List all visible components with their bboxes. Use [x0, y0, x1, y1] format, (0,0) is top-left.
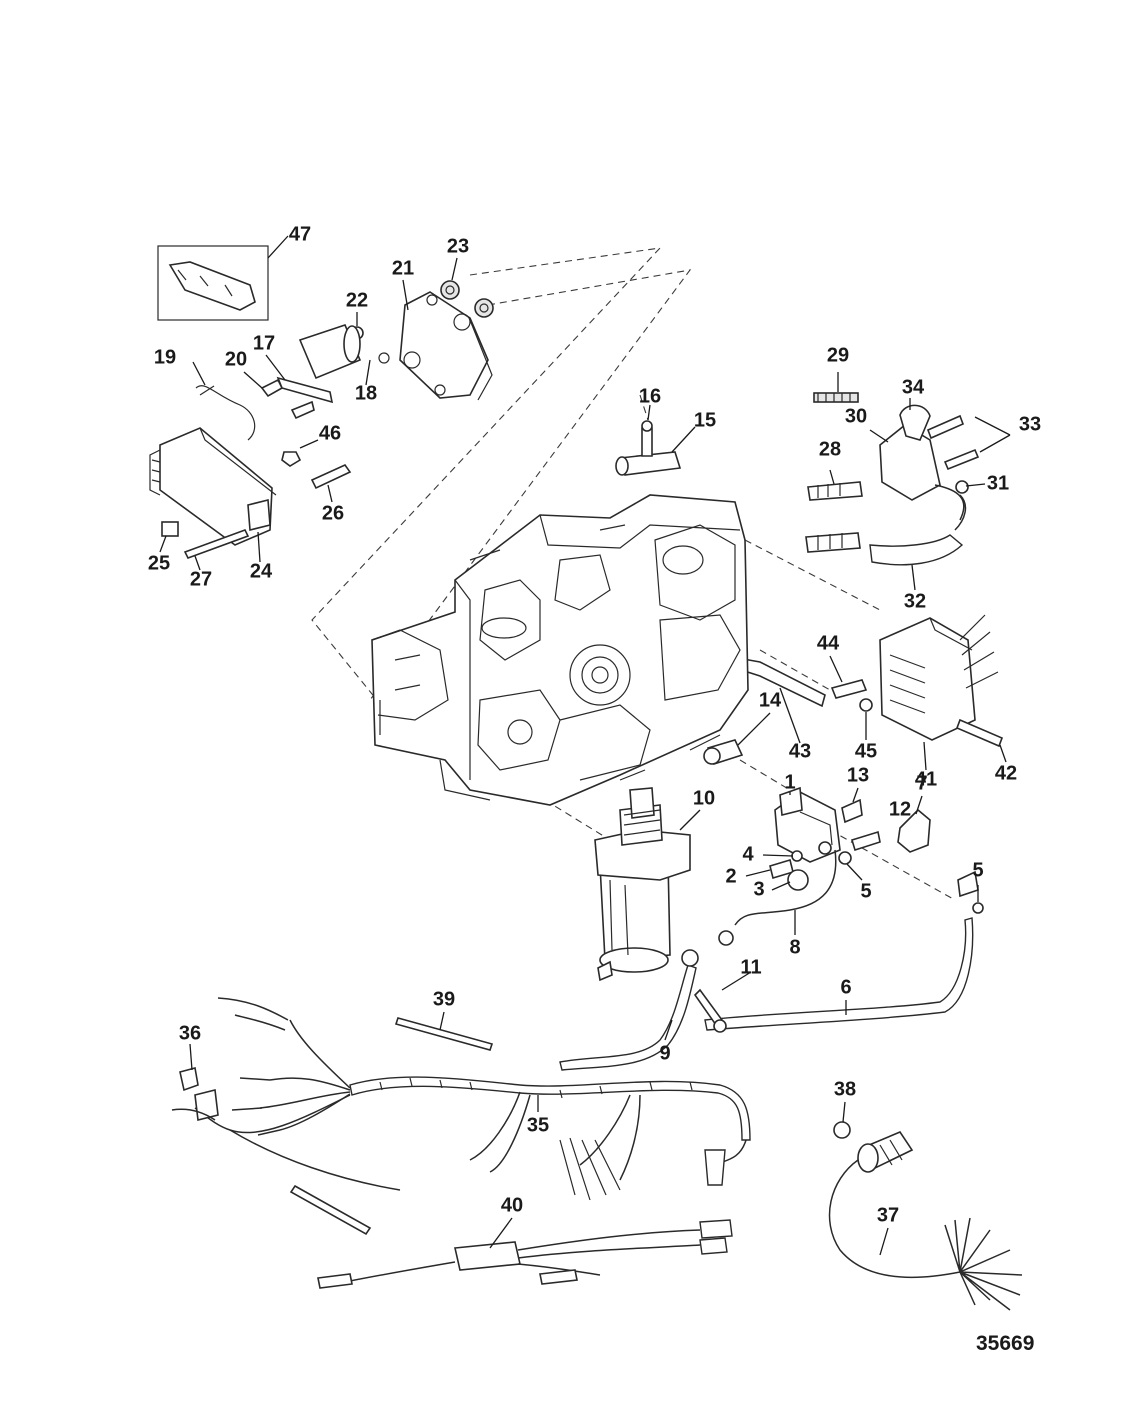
starter-relay-assembly	[769, 786, 931, 891]
callout-26: 26	[322, 502, 344, 524]
callout-46: 46	[319, 422, 341, 444]
coil-bracket-assembly	[195, 280, 494, 490]
callout-29: 29	[827, 344, 849, 366]
assembly-lines	[311, 247, 956, 901]
callout-19: 19	[154, 346, 176, 368]
main-wiring-harness	[194, 997, 751, 1201]
callout-8: 8	[789, 936, 800, 958]
callout-41: 41	[915, 768, 937, 790]
callout-12: 12	[889, 798, 911, 820]
callout-6: 6	[840, 976, 851, 998]
callout-30: 30	[845, 405, 867, 427]
callout-42: 42	[995, 762, 1017, 784]
callout-13: 13	[847, 764, 869, 786]
callout-7: 7	[916, 772, 927, 794]
relay-cable	[718, 849, 837, 946]
callout-28: 28	[819, 438, 841, 460]
callout-leaders	[159, 235, 1011, 1256]
callout-44: 44	[817, 632, 840, 654]
starter-cable	[559, 949, 699, 1071]
ignition-coil-assembly	[805, 392, 980, 566]
callout-37: 37	[877, 1204, 899, 1226]
callout-25: 25	[148, 552, 170, 574]
callout-4: 4	[742, 843, 754, 865]
figure-number: 35669	[976, 1332, 1034, 1355]
callout-3: 3	[753, 878, 764, 900]
callout-45: 45	[855, 740, 877, 762]
cable-tie-upper	[394, 1017, 494, 1051]
cable-tie-lower	[289, 1184, 372, 1236]
callout-22: 22	[346, 289, 368, 311]
callout-14: 14	[759, 689, 782, 711]
callout-39: 39	[433, 988, 455, 1010]
callout-15: 15	[694, 409, 716, 431]
callout-10: 10	[693, 787, 715, 809]
callout-20: 20	[225, 348, 247, 370]
callout-labels: 1 2 3 4 5 5 6 7 8 9 10 11 12 13 14 15 16…	[148, 223, 1041, 1226]
ground-bracket-assembly	[730, 655, 873, 712]
harness-connector	[171, 1067, 219, 1121]
top-sensor-assembly	[615, 420, 682, 476]
regulator-assembly	[879, 614, 1004, 748]
callout-24: 24	[250, 560, 273, 582]
callout-47: 47	[289, 223, 311, 245]
callout-31: 31	[987, 472, 1009, 494]
callout-40: 40	[501, 1194, 523, 1216]
callout-34: 34	[902, 376, 925, 398]
sensor-harness	[317, 1219, 733, 1289]
starter-bolt	[693, 988, 727, 1033]
battery-cable	[704, 870, 984, 1031]
callout-33: 33	[1019, 413, 1041, 435]
callout-11: 11	[740, 956, 761, 978]
callout-17: 17	[253, 332, 275, 354]
starter-motor	[594, 787, 691, 982]
callout-16: 16	[639, 385, 661, 407]
callout-21: 21	[392, 257, 414, 279]
callout-9: 9	[659, 1042, 670, 1064]
temperature-sensor	[703, 739, 744, 765]
callout-32: 32	[904, 590, 926, 612]
callout-27: 27	[190, 568, 212, 590]
callout-1: 1	[784, 771, 795, 793]
control-module-box	[149, 427, 277, 559]
callout-23: 23	[447, 235, 469, 257]
key-switch-harness	[828, 1121, 1023, 1311]
callout-38: 38	[834, 1078, 856, 1100]
callout-43: 43	[789, 740, 811, 762]
engine-block	[371, 494, 749, 806]
callout-36: 36	[179, 1022, 201, 1044]
callout-5: 5	[860, 880, 871, 902]
callout-2: 2	[725, 865, 736, 887]
callout-18: 18	[355, 382, 377, 404]
callout-5b: 5	[972, 859, 983, 881]
inset-bracket-part	[157, 245, 269, 321]
callout-35: 35	[527, 1114, 549, 1136]
